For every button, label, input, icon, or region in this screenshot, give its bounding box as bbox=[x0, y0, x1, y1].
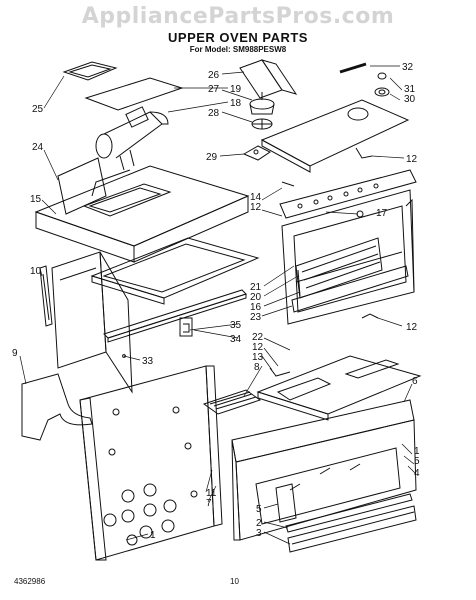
callout-20: 20 bbox=[250, 292, 262, 303]
part-33-oven-liner bbox=[51, 251, 133, 394]
part-30-top-panel bbox=[260, 99, 410, 173]
callout-1-lower: 1 bbox=[150, 530, 156, 541]
callout-21: 21 bbox=[250, 282, 262, 293]
callout-13: 13 bbox=[252, 352, 264, 363]
part-20-door-glass bbox=[295, 237, 383, 299]
callout-5-lower: 5 bbox=[256, 504, 262, 515]
model-number: For Model: SM988PESW8 bbox=[189, 45, 287, 54]
part-2-gasket bbox=[285, 493, 413, 533]
callout-3: 3 bbox=[256, 528, 262, 539]
callout-10: 10 bbox=[30, 266, 42, 277]
part-18-element bbox=[95, 106, 169, 171]
callout-1-right: 1 bbox=[414, 446, 420, 457]
callout-2: 2 bbox=[256, 518, 262, 529]
callout-35: 35 bbox=[230, 320, 242, 331]
callout-12-right: 12 bbox=[406, 322, 418, 333]
callout-9: 9 bbox=[12, 348, 18, 359]
page-number: 10 bbox=[230, 577, 239, 586]
part-1-rear-panel bbox=[79, 365, 223, 561]
callout-19: 19 bbox=[230, 84, 242, 95]
callout-17: 17 bbox=[376, 208, 388, 219]
callout-23: 23 bbox=[250, 312, 262, 323]
callout-30: 30 bbox=[404, 94, 416, 105]
part-32-screw bbox=[339, 62, 367, 74]
callout-4: 4 bbox=[414, 468, 420, 479]
callout-labels: 25 19 18 24 15 26 27 28 29 32 31 30 12 1… bbox=[12, 62, 420, 541]
part-4-front-trim bbox=[231, 399, 417, 541]
part-21-door-frame bbox=[281, 189, 415, 325]
part-15-housing bbox=[34, 165, 250, 263]
callout-11: 11 bbox=[206, 488, 217, 499]
callout-22: 22 bbox=[252, 332, 264, 343]
callout-12-lower: 12 bbox=[252, 342, 264, 353]
callout-31: 31 bbox=[404, 84, 416, 95]
callout-8: 8 bbox=[254, 362, 260, 373]
part-10-side-trim bbox=[39, 265, 53, 327]
callout-6: 6 bbox=[412, 376, 418, 387]
callout-16: 16 bbox=[250, 302, 262, 313]
part-19-insulation bbox=[84, 77, 184, 111]
document-number: 4362986 bbox=[14, 577, 46, 586]
callout-28: 28 bbox=[208, 108, 220, 119]
part-35-strip bbox=[103, 289, 247, 343]
callout-7: 7 bbox=[206, 498, 212, 509]
callout-12-top: 12 bbox=[406, 154, 418, 165]
callout-24: 24 bbox=[32, 142, 44, 153]
part-25-gasket bbox=[62, 61, 118, 81]
callout-26: 26 bbox=[208, 70, 220, 81]
page-title: UPPER OVEN PARTS bbox=[168, 30, 308, 45]
callout-33: 33 bbox=[142, 356, 154, 367]
part-28-fan bbox=[251, 118, 273, 130]
part-12-clip bbox=[361, 313, 379, 319]
callout-18: 18 bbox=[230, 98, 242, 109]
leader-lines bbox=[19, 65, 417, 545]
callout-12-panel: 12 bbox=[250, 202, 262, 213]
callout-14: 14 bbox=[250, 192, 262, 203]
callout-34: 34 bbox=[230, 334, 242, 345]
watermark: AppliancePartsPros.com bbox=[81, 4, 395, 29]
part-30-washer bbox=[374, 87, 390, 97]
part-8-filter bbox=[202, 389, 262, 415]
part-34-clip bbox=[179, 317, 193, 337]
callout-32: 32 bbox=[402, 62, 414, 73]
part-22-vent-tray bbox=[256, 355, 422, 421]
part-26-duct bbox=[239, 59, 298, 99]
callout-5-right: 5 bbox=[414, 456, 420, 467]
callout-27: 27 bbox=[208, 84, 220, 95]
callout-29: 29 bbox=[206, 152, 218, 163]
part-24-plate bbox=[57, 157, 107, 215]
part-9-insulation-blanket bbox=[21, 373, 93, 441]
part-14-frame bbox=[90, 237, 260, 305]
part-31-nut bbox=[377, 72, 387, 80]
part-29-bracket bbox=[242, 145, 271, 161]
callout-15: 15 bbox=[30, 194, 42, 205]
callout-25: 25 bbox=[32, 104, 44, 115]
part-3-strip bbox=[287, 505, 417, 553]
part-13-bracket bbox=[269, 367, 291, 377]
part-14-control-panel bbox=[279, 169, 417, 219]
part-5-glass bbox=[275, 483, 297, 523]
part-27-motor bbox=[249, 92, 275, 115]
